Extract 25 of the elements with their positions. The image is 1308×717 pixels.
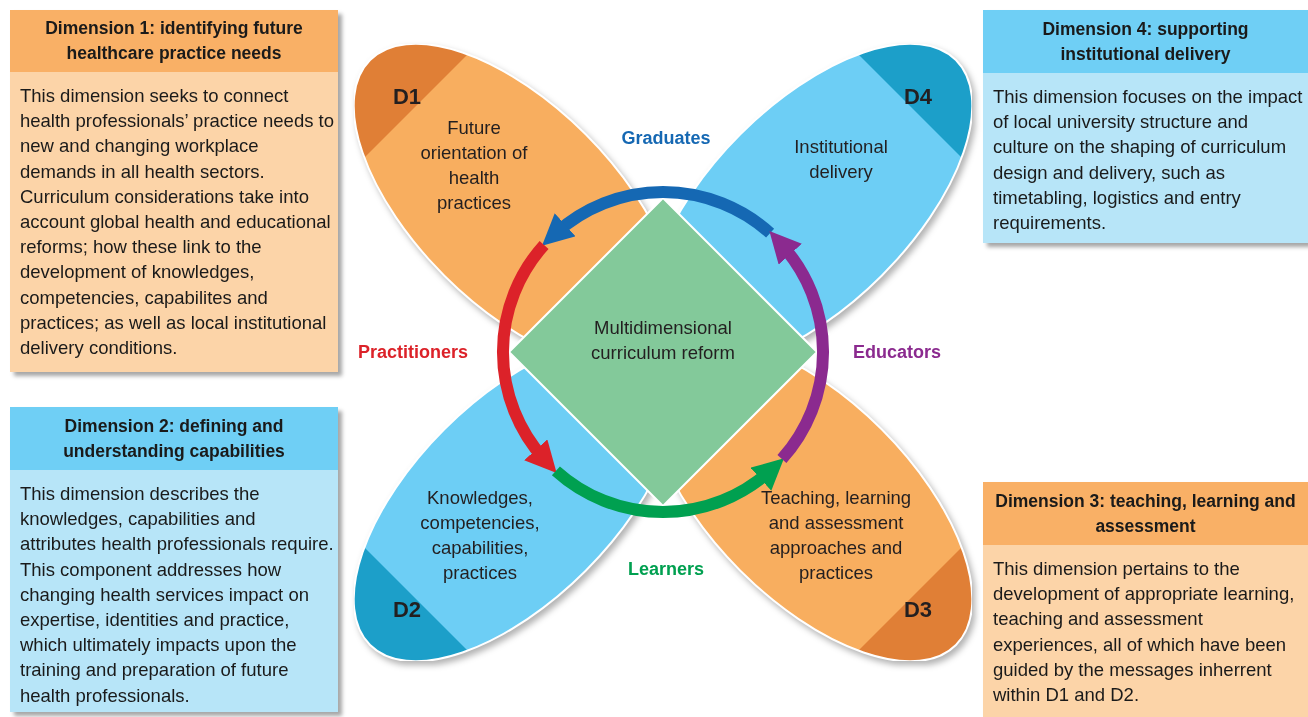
card-heading: Dimension 4: supporting institutional delivery bbox=[983, 10, 1308, 73]
center-text: Multidimensional curriculum reform bbox=[590, 316, 736, 365]
cycle-arrow bbox=[497, 241, 556, 474]
cycle-arrow bbox=[541, 186, 774, 245]
card-body: This dimension focuses on the impact of local university structure and culture on the shaping of curriculum design and delivery, such as timetabling, logistics and entry requirements. bbox=[983, 73, 1308, 243]
dimension-tag: D3 bbox=[903, 592, 933, 626]
dimension-tag: D2 bbox=[392, 592, 422, 626]
card-body: This dimension pertains to the development of appropriate learning, teaching and assessment experiences, all of which have been guided by the messages inherrent within D1 and D2. bbox=[983, 545, 1308, 717]
cycle-arrow bbox=[552, 459, 785, 518]
petal-text: Institutional delivery bbox=[793, 135, 889, 184]
card-heading: Dimension 3: teaching, learning and assessment bbox=[983, 482, 1308, 545]
petal-text: Teaching, learning and assessment approaches and practices bbox=[759, 486, 913, 585]
edge-label: Graduates bbox=[620, 126, 712, 150]
card-body: This dimension seeks to connect health professionals’ practice needs to new and changing workplace demands in all health sectors. Curriculum considerations take into account global health and educational reforms; how these link to the development of knowledges, competencies, capabilites and practices; as well as local institutional delivery conditions. bbox=[10, 72, 338, 372]
edge-label: Educators bbox=[852, 340, 942, 364]
card-heading: Dimension 2: defining and understanding capabilities bbox=[10, 407, 338, 470]
card-body: This dimension describes the knowledges, capabilities and attributes health professionals require. This component addresses how changing health services impact on expertise, identities and practice, which ultimately impacts upon the training and preparation of future health professionals. bbox=[10, 470, 338, 712]
edge-label: Practitioners bbox=[357, 340, 469, 364]
cycle-arrow bbox=[770, 230, 829, 463]
dimension-tag: D4 bbox=[903, 79, 933, 113]
petal-text: Future orientation of health practices bbox=[419, 116, 529, 215]
card-heading: Dimension 1: identifying future healthcare practice needs bbox=[10, 10, 338, 72]
petal-text: Knowledges, competencies, capabilities, practices bbox=[419, 486, 541, 585]
edge-label: Learners bbox=[627, 557, 705, 581]
dimension-tag: D1 bbox=[392, 79, 422, 113]
